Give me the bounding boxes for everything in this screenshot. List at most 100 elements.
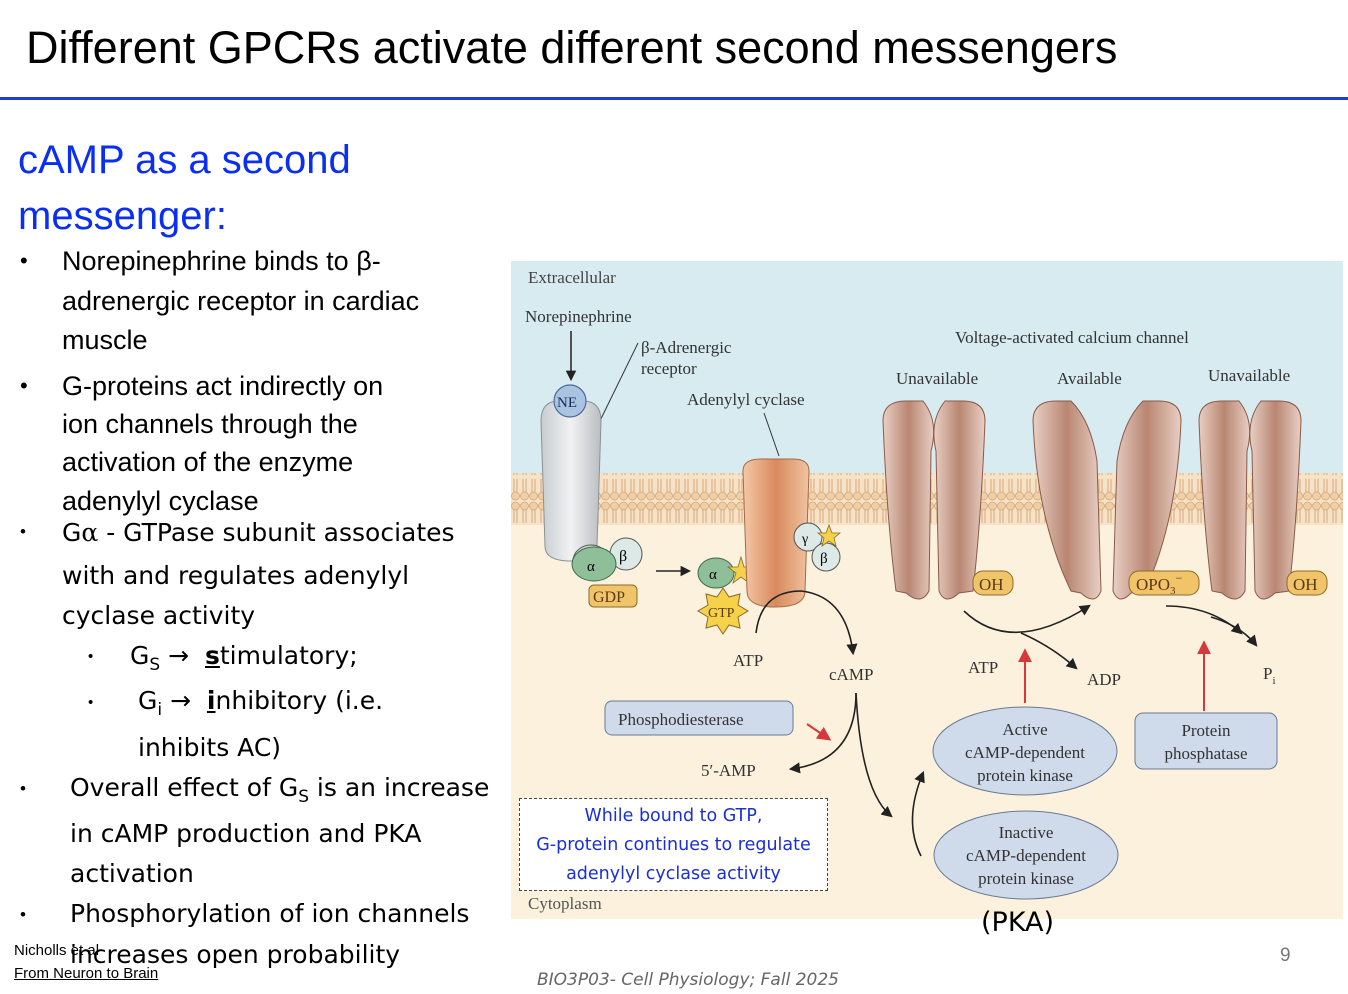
channel-state-2: Available bbox=[1057, 369, 1122, 388]
footer-course: BIO3P03- Cell Physiology; Fall 2025 bbox=[537, 970, 839, 990]
gs-subscript: S bbox=[298, 787, 309, 807]
bullet-4-line-3: activation bbox=[70, 859, 194, 888]
bullet-4-line-1: Overall effect of GS is an increase bbox=[70, 768, 489, 817]
receptor-label-1: β-Adrenergic bbox=[641, 338, 732, 357]
bullet-4-text: Overall effect of G bbox=[70, 773, 299, 802]
opo3-label: OPO3− bbox=[1136, 571, 1183, 597]
gamma-subunit-2 bbox=[793, 522, 823, 552]
alpha-symbol: α bbox=[81, 518, 99, 547]
bullet-2-line-1: G-proteins act indirectly on bbox=[62, 371, 384, 401]
sub-bullet-marker: • bbox=[88, 648, 94, 665]
channel-unavailable-2 bbox=[1198, 400, 1302, 600]
norepinephrine-label: Norepinephrine bbox=[525, 307, 632, 326]
camp-label: cAMP bbox=[829, 665, 873, 684]
gs-letter: G bbox=[130, 641, 150, 670]
receptor-label-2: receptor bbox=[641, 359, 697, 378]
camp-to-pka-arrow bbox=[855, 692, 893, 818]
atp-to-camp-arrow bbox=[755, 590, 858, 656]
bullet-3-line-3: cyclase activity bbox=[62, 601, 256, 630]
star-icon bbox=[816, 523, 842, 547]
channel-state-3: Unavailable bbox=[1208, 366, 1290, 385]
g-letter: G bbox=[62, 518, 82, 547]
sub-bullet-gi-line-2: inhibits AC) bbox=[138, 733, 282, 762]
beta-adrenergic-receptor bbox=[540, 400, 602, 562]
inactive-pka-line-1: Inactive bbox=[999, 823, 1054, 842]
gtp-burst-icon bbox=[697, 587, 749, 635]
bullet-2-line-3: activation of the enzyme bbox=[62, 447, 354, 477]
gi-text: nhibitory (i.e. bbox=[215, 686, 384, 715]
channel-unavailable-1 bbox=[882, 400, 986, 600]
beta-label: β bbox=[619, 548, 627, 565]
protein-phosphatase-box bbox=[1134, 712, 1278, 770]
bullet-1-line-2: adrenergic receptor in cardiac bbox=[62, 286, 420, 316]
active-alpha-label: α bbox=[709, 567, 717, 583]
gamma-label-2: γ bbox=[801, 532, 808, 547]
slide-title: Different GPCRs activate different secon… bbox=[26, 22, 1118, 73]
bullet-2-line-4: adenylyl cyclase bbox=[62, 486, 259, 516]
phosphorylation-arrow bbox=[963, 604, 1091, 634]
gi-letter: G bbox=[138, 686, 158, 715]
receptor-pointer bbox=[595, 342, 639, 430]
inactive-pka-line-3: protein kinase bbox=[978, 869, 1074, 888]
ne-label: NE bbox=[557, 395, 577, 411]
atp-label-1: ATP bbox=[733, 651, 763, 670]
bullet-marker: • bbox=[20, 248, 28, 273]
callout-line-1: While bound to GTP, bbox=[584, 806, 763, 826]
bullet-3-line-1: Gα - GTPase subunit associates bbox=[62, 513, 455, 553]
gi-emphasis: i bbox=[206, 686, 216, 715]
sub-bullet-marker: • bbox=[88, 694, 94, 711]
pi-release-arrow bbox=[1210, 616, 1258, 647]
channel-available bbox=[1032, 400, 1182, 600]
bullet-4-text-end: is an increase bbox=[308, 773, 490, 802]
gs-text: timulatory; bbox=[219, 641, 358, 670]
five-amp-label: 5′-AMP bbox=[701, 761, 756, 780]
oh-label-1: OH bbox=[979, 575, 1004, 594]
phosphatase-line-2: phosphatase bbox=[1164, 744, 1247, 763]
pka-activation-arrow bbox=[911, 770, 925, 857]
beta-label-2: β bbox=[820, 551, 828, 567]
citation-source-link[interactable]: From Neuron to Brain bbox=[14, 965, 159, 982]
gpcr-camp-pathway-figure: Extracellular Norepinephrine β-Adrenergi… bbox=[511, 261, 1343, 919]
bullet-5-line-1: Phosphorylation of ion channels bbox=[70, 899, 470, 928]
bullet-2-line-2: ion channels through the bbox=[62, 409, 358, 439]
phosphodiesterase-label: Phosphodiesterase bbox=[618, 710, 744, 729]
sub-bullet-gi: Gi → inhibitory (i.e. bbox=[138, 681, 383, 730]
channel-state-1: Unavailable bbox=[896, 369, 978, 388]
phosphatase-line-1: Protein bbox=[1181, 721, 1231, 740]
callout-line-3: adenylyl cyclase activity bbox=[566, 864, 781, 884]
active-pka bbox=[932, 706, 1118, 796]
phosphate-group bbox=[1128, 570, 1200, 596]
page-number: 9 bbox=[1280, 945, 1291, 966]
arrow-icon: → bbox=[170, 686, 192, 715]
active-pka-line-2: cAMP-dependent bbox=[965, 743, 1085, 762]
alpha-subunit bbox=[571, 546, 617, 582]
oh-label-2: OH bbox=[1293, 575, 1318, 594]
gs-emphasis: s bbox=[204, 641, 220, 670]
bullet-4-line-2: in cAMP production and PKA bbox=[70, 819, 422, 848]
active-pka-line-3: protein kinase bbox=[977, 766, 1073, 785]
gtp-label: GTP bbox=[708, 606, 735, 621]
cytoplasm-label: Cytoplasm bbox=[528, 894, 602, 913]
gi-subscript: i bbox=[157, 700, 163, 720]
adenylyl-cyclase-label: Adenylyl cyclase bbox=[687, 390, 805, 409]
pde-red-arrow bbox=[806, 723, 832, 741]
inactive-pka bbox=[933, 810, 1119, 900]
bullet-3-text: - GTPase subunit associates bbox=[98, 518, 455, 547]
bullet-5-line-2: increases open probability bbox=[70, 940, 401, 969]
pka-abbreviation: (PKA) bbox=[981, 907, 1055, 938]
adp-label: ADP bbox=[1087, 670, 1121, 689]
norepinephrine-molecule bbox=[553, 384, 587, 418]
atp-label-2: ATP bbox=[968, 658, 998, 677]
bullet-marker: • bbox=[20, 905, 26, 924]
bullet-1-line-3: muscle bbox=[62, 325, 148, 355]
callout-line-2: G-protein continues to regulate bbox=[536, 835, 811, 855]
pi-label: Pi bbox=[1263, 664, 1276, 687]
active-alpha-subunit bbox=[697, 557, 735, 589]
bullet-3-line-2: with and regulates adenylyl bbox=[62, 561, 410, 590]
atp-to-adp-arrow bbox=[1020, 632, 1078, 670]
oh-group-1 bbox=[972, 570, 1014, 596]
citation-authors: Nicholls et al bbox=[14, 942, 100, 959]
arrow-icon: → bbox=[168, 641, 190, 670]
bullet-marker: • bbox=[20, 779, 26, 798]
bullet-marker: • bbox=[20, 522, 26, 541]
